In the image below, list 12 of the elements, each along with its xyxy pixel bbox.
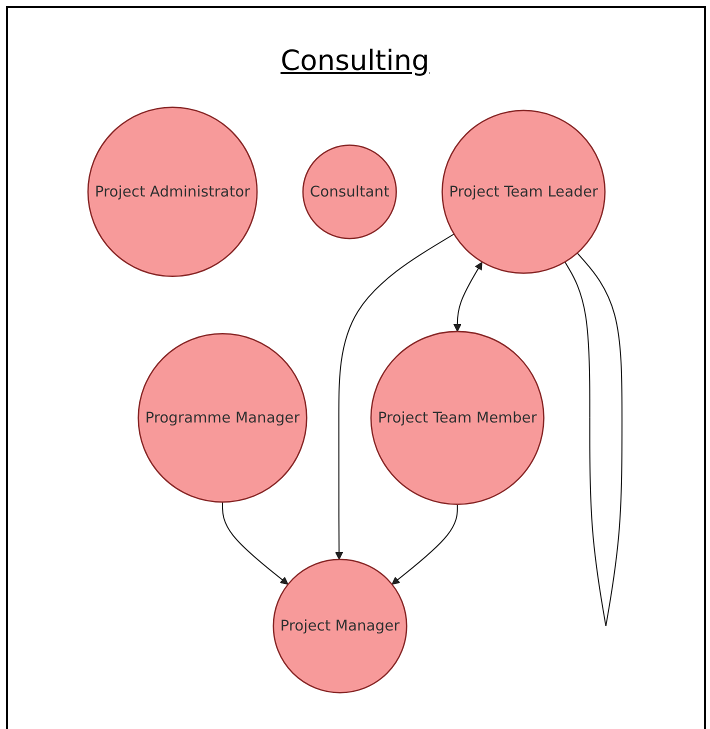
node-circle: Project Administrator: [87, 106, 258, 278]
arrow: [453, 262, 482, 332]
node-circle: Project Manager: [272, 558, 408, 694]
node-circle: Project Team Leader: [442, 110, 606, 274]
node-circle: Project Team Member: [370, 330, 544, 505]
node-circle: Consultant: [302, 144, 397, 240]
node-circle: Programme Manager: [138, 333, 308, 503]
arrow: [222, 502, 288, 585]
arrow: [392, 504, 458, 585]
connector: [564, 252, 623, 626]
arrow: [335, 234, 454, 560]
diagram-title: Consulting: [280, 44, 430, 77]
